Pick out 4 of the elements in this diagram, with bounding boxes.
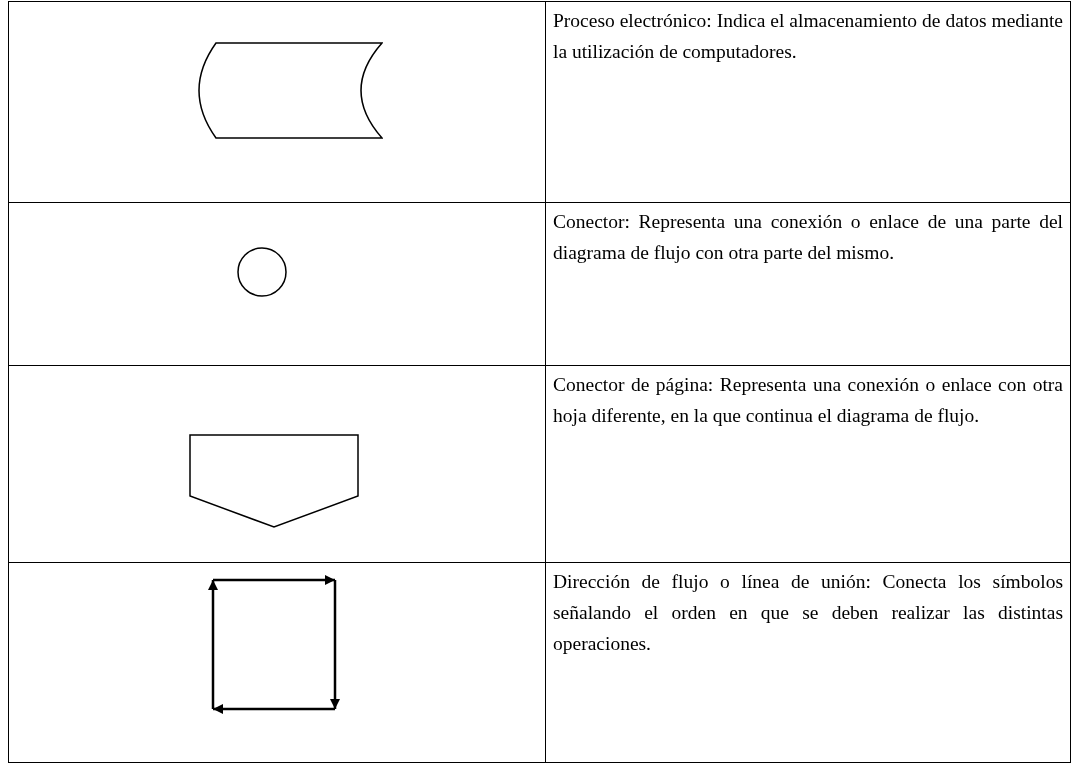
description-text: Proceso electrónico: Indica el almacenamiento de datos mediante la utilización de computadores. <box>553 9 1063 64</box>
description-text: Dirección de flujo o línea de unión: Conecta los símbolos señalando el orden en que se deben realizar las distintas operaciones. <box>553 570 1063 656</box>
description-text: Conector de página: Representa una conexión o enlace con otra hoja diferente, en la que continua el diagrama de flujo. <box>553 373 1063 428</box>
description-text: Conector: Representa una conexión o enlace de una parte del diagrama de flujo con otra parte del mismo. <box>553 210 1063 265</box>
